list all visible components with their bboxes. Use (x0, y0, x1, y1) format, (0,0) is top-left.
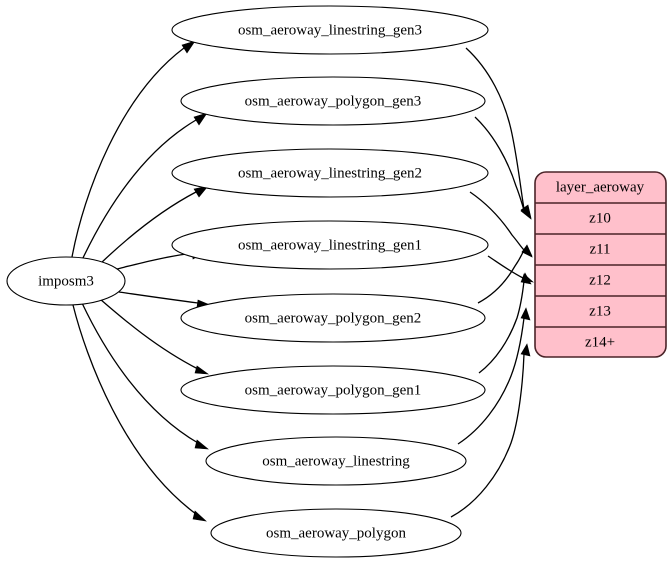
table-row-z10-label[interactable]: z10 (589, 210, 611, 226)
arrowhead-linestring (194, 439, 209, 450)
node-linestring-gen3-label: osm_aeroway_linestring_gen3 (238, 22, 422, 38)
edge-polygon-gen2-to-z11 (477, 249, 525, 304)
arrowhead-polygon (192, 510, 207, 522)
node-osm-aeroway-polygon-gen3[interactable]: osm_aeroway_polygon_gen3 (180, 76, 486, 126)
node-imposm3-label: imposm3 (38, 273, 94, 289)
node-osm-aeroway-linestring-gen1[interactable]: osm_aeroway_linestring_gen1 (171, 220, 489, 270)
node-linestring-gen2-ellipse[interactable] (171, 148, 489, 198)
node-polygon-gen2-label: osm_aeroway_polygon_gen2 (245, 310, 422, 326)
edge-linestring-gen3-to-z10 (465, 47, 525, 210)
node-osm-aeroway-linestring[interactable]: osm_aeroway_linestring (205, 436, 467, 486)
edge-imposm3-to-polygon (72, 304, 197, 515)
arrowhead-z13 (520, 307, 531, 321)
node-linestring-gen3-ellipse[interactable] (171, 5, 489, 55)
node-polygon-gen2-ellipse[interactable] (180, 293, 486, 343)
node-polygon-gen3-ellipse[interactable] (180, 76, 486, 126)
arrowhead-z12-b (520, 272, 532, 285)
arrowhead-linestring-gen3 (181, 40, 196, 54)
edge-polygon-gen1-to-z12 (478, 280, 525, 374)
node-osm-aeroway-polygon-gen1[interactable]: osm_aeroway_polygon_gen1 (180, 365, 486, 415)
edge-imposm3-to-linestring (81, 302, 199, 444)
arrowhead-polygon-gen3 (193, 112, 208, 126)
arrowhead-z11-b (521, 244, 533, 257)
node-linestring-gen1-ellipse[interactable] (171, 220, 489, 270)
node-imposm3[interactable]: imposm3 (6, 256, 126, 306)
edge-imposm3-to-linestring-gen1 (116, 252, 194, 270)
node-linestring-gen2-label: osm_aeroway_linestring_gen2 (238, 165, 422, 181)
node-linestring-gen1-label: osm_aeroway_linestring_gen1 (238, 237, 422, 253)
node-polygon-ellipse[interactable] (210, 508, 462, 558)
edge-linestring-gen1-to-z12 (487, 255, 524, 279)
edge-polygon-gen3-to-z10 (474, 116, 525, 211)
table-row-z12-label[interactable]: z12 (589, 272, 611, 288)
node-osm-aeroway-polygon-gen2[interactable]: osm_aeroway_polygon_gen2 (180, 293, 486, 343)
table-row-z14plus-label[interactable]: z14+ (585, 334, 615, 350)
edge-imposm3-to-polygon-gen3 (81, 119, 197, 261)
edge-imposm3-to-linestring-gen3 (71, 47, 185, 258)
node-polygon-gen3-label: osm_aeroway_polygon_gen3 (245, 93, 422, 109)
edge-imposm3-to-polygon-gen1 (99, 298, 199, 370)
node-polygon-gen1-ellipse[interactable] (180, 365, 486, 415)
node-layer-aeroway-table[interactable]: layer_aeroway z10 z11 z12 z13 z14+ (534, 171, 667, 358)
node-polygon-label: osm_aeroway_polygon (266, 525, 406, 541)
edge-polygon-to-z14plus (450, 353, 525, 518)
arrowhead-z10-b (520, 205, 532, 220)
edge-imposm3-to-polygon-gen2 (118, 291, 199, 304)
node-linestring-ellipse[interactable] (205, 436, 467, 486)
table-row-z11-label[interactable]: z11 (589, 241, 610, 257)
node-osm-aeroway-polygon[interactable]: osm_aeroway_polygon (210, 508, 462, 558)
node-osm-aeroway-linestring-gen3[interactable]: osm_aeroway_linestring_gen3 (171, 5, 489, 55)
node-linestring-label: osm_aeroway_linestring (262, 453, 410, 469)
edge-linestring-to-z13 (457, 317, 525, 445)
table-row-z13-label[interactable]: z13 (589, 303, 611, 319)
node-imposm3-ellipse[interactable] (6, 256, 126, 306)
arrowhead-z14plus (520, 343, 531, 357)
node-osm-aeroway-linestring-gen2[interactable]: osm_aeroway_linestring_gen2 (171, 148, 489, 198)
table-header-label: layer_aeroway (556, 179, 645, 195)
arrowhead-linestring-gen2 (193, 185, 209, 198)
edge-linestring-gen2-to-z11 (469, 191, 525, 251)
edge-imposm3-to-linestring-gen2 (99, 191, 197, 265)
edge-group-nodes-to-table (450, 47, 534, 518)
node-polygon-gen1-label: osm_aeroway_polygon_gen1 (245, 382, 422, 398)
arrowhead-polygon-gen1 (194, 365, 210, 375)
